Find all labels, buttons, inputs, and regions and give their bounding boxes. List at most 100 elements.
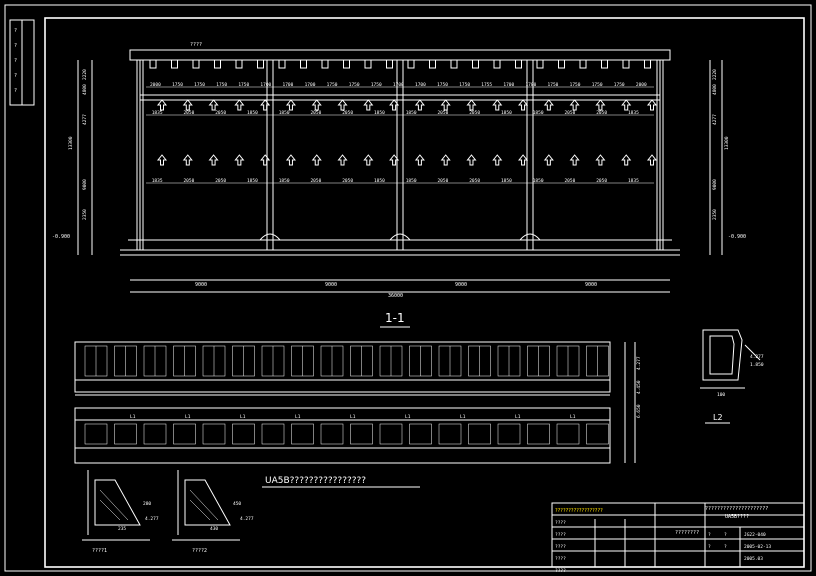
dim-text: 2050 (596, 178, 607, 184)
dim-text: 1750 (172, 82, 183, 88)
load-arrow (234, 154, 245, 166)
plan-cell (497, 423, 521, 445)
titleblock-code: 2005-02-13 (744, 544, 771, 550)
rib (493, 59, 501, 69)
rib (343, 59, 350, 69)
titleblock-cell: ? (708, 544, 711, 550)
load-arrow (389, 99, 400, 111)
detail-label: 280 (143, 501, 151, 507)
plan-cell (586, 423, 609, 445)
dim-text: 1835 (152, 178, 163, 184)
plan-label: L1 (405, 414, 411, 420)
rib (321, 59, 329, 69)
plan-cell (468, 423, 491, 445)
plan-strip-upper (74, 341, 611, 393)
dim-text: 2050 (342, 178, 353, 184)
load-arrow (234, 99, 245, 111)
dim-text: 1750 (459, 82, 470, 88)
load-arrow (569, 154, 580, 166)
l2-label: 4.277 (750, 354, 764, 360)
plan-label: L1 (460, 414, 466, 420)
dim-text: 2050 (437, 110, 448, 116)
load-arrow (414, 99, 425, 111)
section-title: 1-1 (385, 311, 405, 325)
load-arrow (595, 99, 606, 111)
load-arrow (337, 154, 348, 166)
detail-label: 235 (118, 526, 126, 532)
plan-cell (114, 423, 137, 445)
plan-cell (409, 423, 432, 445)
dim-text: 1755 (481, 82, 492, 88)
load-arrow (389, 154, 400, 166)
dim-text: 1750 (216, 82, 227, 88)
dim-text: 2050 (310, 110, 321, 116)
title-block: ?????????????????? ?????????????????????… (551, 502, 805, 574)
load-arrow (182, 154, 193, 166)
dim-text: 1700 (305, 82, 316, 88)
plan-cell (143, 423, 167, 445)
dim-text: 1850 (279, 178, 290, 184)
rib (300, 59, 307, 69)
plan-cell (350, 423, 373, 445)
titleblock-code: 2005.03 (744, 556, 763, 562)
load-arrow (208, 154, 219, 166)
load-arrow (311, 154, 322, 166)
left-dim: 4800 (82, 84, 88, 95)
dim-text: 2050 (215, 178, 226, 184)
load-arrow (569, 99, 580, 111)
load-arrow (621, 99, 632, 111)
bay-dim: 9000 (585, 282, 597, 288)
binding-strip-label: ? (14, 28, 17, 34)
plan-cell (232, 423, 255, 445)
rib (192, 59, 200, 69)
dim-text: 1850 (501, 110, 512, 116)
load-arrow (285, 154, 296, 166)
right-dim: 2220 (712, 69, 718, 80)
dim-text: 1850 (533, 178, 544, 184)
right-dim: 2350 (712, 209, 718, 220)
rib (364, 59, 372, 69)
dim-text: 2050 (564, 110, 575, 116)
plan-cell (84, 423, 108, 445)
load-arrow (543, 154, 554, 166)
level-right: -0.900 (728, 234, 746, 240)
dim-text: 1750 (327, 82, 338, 88)
bay-dim: 9000 (325, 282, 337, 288)
dim-text: 2000 (150, 82, 161, 88)
plan-cell (438, 423, 462, 445)
plan-right-dim: 6.650 (636, 404, 642, 418)
dim-text: 1750 (437, 82, 448, 88)
dim-text: 1850 (501, 178, 512, 184)
rib (429, 59, 436, 69)
detail-1: ????1 (82, 470, 150, 554)
binding-strip-label: ? (14, 43, 17, 49)
load-arrow (621, 154, 632, 166)
dim-text: 1700 (393, 82, 404, 88)
titleblock-code: JG22-040 (744, 532, 766, 538)
rib (278, 59, 286, 69)
plan-cell (202, 423, 226, 445)
level-left: -0.900 (52, 234, 70, 240)
dim-text: 2050 (596, 110, 607, 116)
dim-text: 1850 (374, 178, 385, 184)
load-arrow (363, 99, 374, 111)
rib (450, 59, 458, 69)
dim-text: 2050 (183, 110, 194, 116)
sheet-border-outer (4, 4, 812, 572)
right-dim: 13300 (724, 136, 730, 150)
plan-right-dim: 4.277 (636, 356, 642, 370)
left-dim: 13300 (68, 136, 74, 150)
load-arrow (260, 154, 271, 166)
detail-2: ????2 (172, 470, 240, 554)
load-arrow (156, 99, 168, 111)
dim-text: 2050 (437, 178, 448, 184)
total-dim: 36000 (388, 293, 403, 299)
rib (515, 59, 522, 69)
